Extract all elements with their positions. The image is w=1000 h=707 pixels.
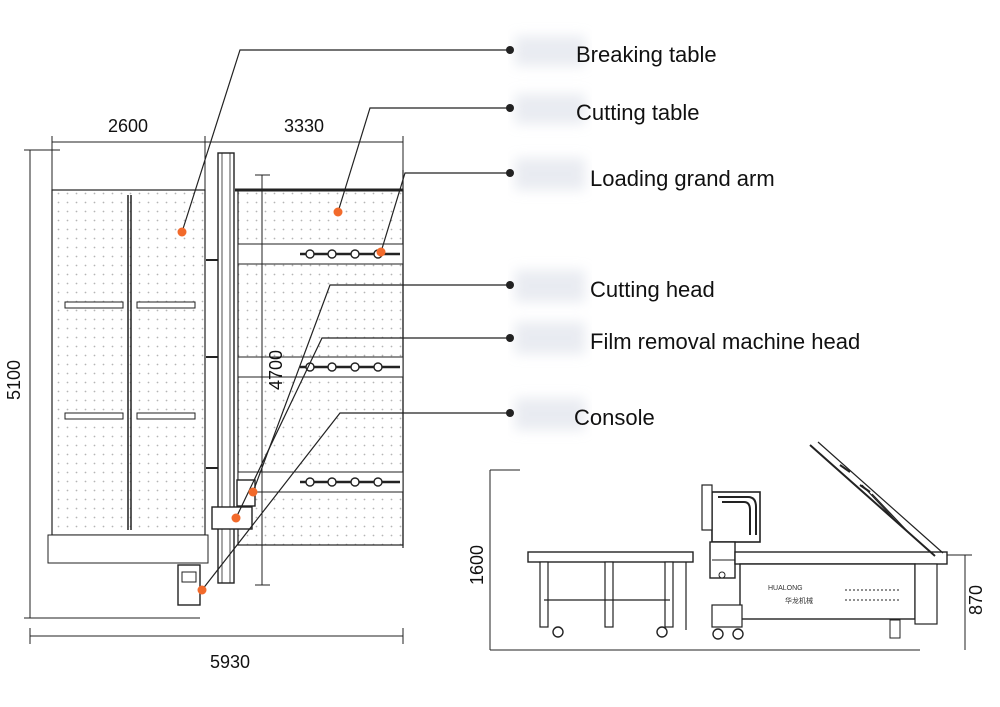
callout-leaders [181,49,508,591]
marker-console [197,585,207,595]
label-loading-grand-arm: Loading grand arm [590,166,775,191]
breaking-table-side [527,551,694,638]
orange-markers [177,207,386,595]
dim-1600: 1600 [467,545,487,585]
marker-breaking-table [177,227,187,237]
cutting-table-side [734,551,948,639]
gantry-side [701,484,761,579]
marker-film-removal-head [231,513,241,523]
console-trolley [711,604,744,640]
dim-3330: 3330 [284,116,324,136]
loading-arm-rails [237,243,404,493]
label-console: Console [574,405,655,430]
label-cutting-table: Cutting table [576,100,700,125]
brand-mark: HUALONG [768,585,803,592]
marker-loading-arm [376,247,386,257]
loading-arm-side [809,441,944,557]
top-view [24,136,404,644]
marker-cutting-table [333,207,343,217]
side-view [489,441,972,651]
marker-cutting-head [248,487,258,497]
brand-subtext: 华龙机械 [785,596,813,605]
gantry-bridge [206,152,235,584]
dim-870: 870 [966,585,986,615]
breaking-table [47,189,209,564]
label-cutting-head: Cutting head [590,277,715,302]
dim-5100: 5100 [4,360,24,400]
label-film-removal-head: Film removal machine head [590,329,860,354]
dim-5930: 5930 [210,652,250,672]
label-breaking-table: Breaking table [576,42,717,67]
label-blur-plates [515,36,585,430]
dim-4700: 4700 [266,350,286,390]
console-unit [177,564,201,606]
callout-end-dots [506,46,514,417]
dim-2600: 2600 [108,116,148,136]
